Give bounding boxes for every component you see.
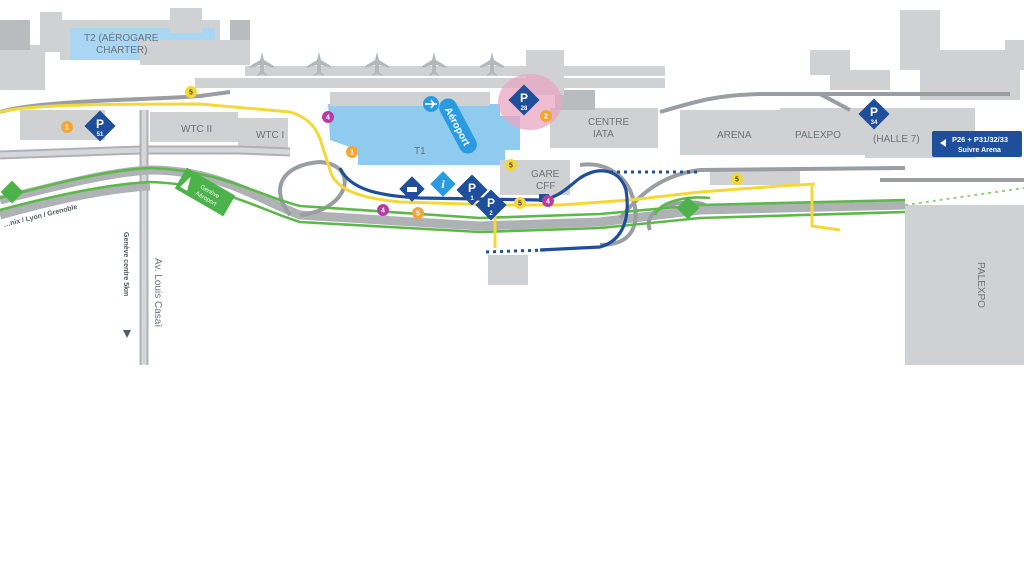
airplane-icons [250, 52, 504, 76]
information-icon[interactable]: i [430, 171, 456, 197]
motorway-icon [180, 176, 191, 191]
airport-access-map: T2 (AÉROGARE CHARTER) WTC II WTC I T1 CE… [0, 8, 1024, 365]
svg-text:34: 34 [871, 120, 878, 126]
wtc2-label: WTC II [181, 124, 212, 135]
wtc1-label: WTC I [256, 130, 284, 141]
airplane-icon [480, 52, 504, 76]
geneve-centre-label: Genève centre 5km [122, 232, 129, 296]
airplane-icon [250, 52, 274, 76]
airplane-icon [365, 52, 389, 76]
direction-sign-line1: P26 + P31/32/33 [952, 135, 1008, 144]
svg-text:P: P [487, 196, 495, 210]
badge-purple-4: 4 [377, 204, 389, 216]
svg-text:P: P [520, 91, 528, 105]
direction-sign-line2: Suivre Arena [958, 147, 1001, 154]
route-badges: 5 1 4 1 2 5 4 5 5 4 5 [61, 86, 743, 219]
badge-orange-2: 2 [540, 110, 552, 122]
centre-iata-label: CENTRE [588, 117, 629, 128]
badge-yellow-5: 5 [731, 173, 743, 185]
badge-yellow-5: 5 [185, 86, 197, 98]
t2-label-line2: CHARTER) [96, 45, 147, 56]
badge-yellow-5: 5 [514, 197, 526, 209]
svg-text:5: 5 [518, 201, 522, 208]
svg-text:5: 5 [189, 90, 193, 97]
parking-direction-sign: P26 + P31/32/33 Suivre Arena [932, 131, 1022, 157]
svg-text:5: 5 [509, 163, 513, 170]
svg-text:1: 1 [470, 196, 474, 202]
svg-text:5: 5 [735, 177, 739, 184]
palexpo-label: PALEXPO [795, 130, 841, 141]
badge-orange-5: 5 [412, 207, 424, 219]
svg-text:P: P [468, 181, 476, 195]
blue-route [338, 167, 700, 254]
car-rental-icon[interactable] [399, 176, 425, 202]
svg-text:1: 1 [350, 150, 354, 157]
t1-label: T1 [414, 146, 426, 157]
motorway-dotted-extension [904, 187, 1024, 206]
buildings [0, 8, 1024, 365]
svg-text:28: 28 [521, 106, 528, 112]
svg-text:2: 2 [544, 114, 548, 121]
svg-text:5: 5 [416, 211, 420, 218]
arrow-left-icon [940, 139, 946, 147]
airplane-icon [307, 52, 331, 76]
svg-text:2: 2 [489, 211, 493, 217]
palexpo-side-label: PALEXPO [975, 262, 986, 308]
svg-text:4: 4 [326, 115, 330, 122]
svg-text:4: 4 [546, 199, 550, 206]
badge-purple-4: 4 [542, 195, 554, 207]
parking-sign-p2[interactable]: P 2 [475, 189, 507, 221]
badge-orange-1: 1 [61, 121, 73, 133]
badge-purple-4: 4 [322, 111, 334, 123]
svg-text:51: 51 [97, 132, 104, 138]
centre-iata-label-line2: IATA [593, 129, 614, 140]
svg-text:i: i [441, 177, 445, 191]
arrow-down-icon [123, 330, 131, 338]
gare-cff-label-line2: CFF [536, 181, 555, 192]
airplane-icon [422, 52, 446, 76]
gare-cff-label: GARE [531, 169, 560, 180]
badge-yellow-5: 5 [505, 159, 517, 171]
arena-label: ARENA [717, 130, 752, 141]
t2-label: T2 (AÉROGARE [84, 31, 159, 44]
halle7-label: (HALLE 7) [873, 134, 920, 145]
av-louis-casai-label: Av. Louis Casaï [152, 258, 163, 327]
svg-text:P: P [96, 117, 104, 131]
svg-text:4: 4 [381, 208, 385, 215]
badge-orange-1: 1 [346, 146, 358, 158]
svg-text:P: P [870, 105, 878, 119]
svg-text:1: 1 [65, 125, 69, 132]
parking-sign-p1[interactable]: P 1 [456, 174, 488, 206]
